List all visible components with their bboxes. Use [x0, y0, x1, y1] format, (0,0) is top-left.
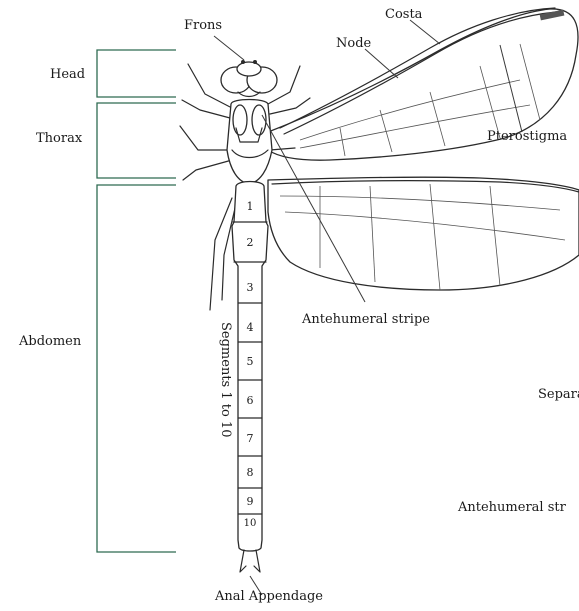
anal-appendage-shape: [240, 550, 260, 572]
label-antehumeral-stripe: Antehumeral stripe: [301, 312, 430, 327]
segment-number-7: 7: [247, 432, 254, 445]
head-bracket: [97, 50, 176, 97]
segment-number-6: 6: [247, 394, 254, 407]
segment-number-5: 5: [247, 355, 254, 368]
label-pterostigma: Pterostigma: [487, 129, 567, 144]
label-frons: Frons: [184, 18, 222, 33]
label-costa: Costa: [385, 7, 423, 22]
label-node: Node: [336, 36, 372, 51]
segment-number-1: 1: [247, 200, 254, 213]
label-separa: Separa: [538, 387, 579, 402]
label-antehumeral-str: Antehumeral str: [457, 500, 567, 515]
segment-number-9: 9: [247, 495, 254, 508]
label-anal-appendage: Anal Appendage: [214, 589, 323, 604]
abdomen-bracket: [97, 185, 176, 552]
segment-number-10: 10: [244, 518, 257, 529]
segment-number-4: 4: [247, 321, 254, 334]
thorax: [227, 100, 272, 185]
label-abdomen: Abdomen: [18, 334, 82, 349]
hindwing: [268, 177, 579, 290]
segment-number-3: 3: [247, 281, 254, 294]
head: [221, 60, 277, 97]
region-brackets: [97, 50, 176, 552]
label-thorax: Thorax: [36, 131, 83, 146]
label-head: Head: [50, 67, 85, 82]
segment-number-2: 2: [247, 236, 254, 249]
thorax-bracket: [97, 103, 176, 178]
segment-number-8: 8: [247, 466, 254, 479]
label-segments-1-to-10: Segments 1 to 10: [218, 322, 233, 437]
